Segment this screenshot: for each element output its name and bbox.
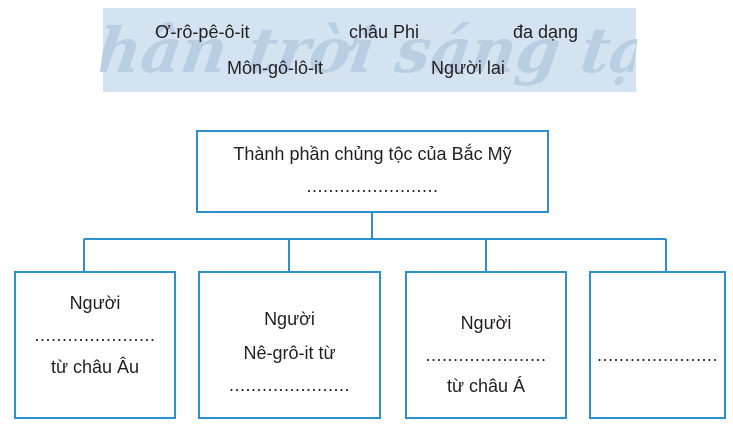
root-box: Thành phần chủng tộc của Bắc Mỹ ........… — [196, 130, 549, 213]
word-europeoid: Ơ-rô-pê-ô-it — [155, 22, 250, 42]
root-title: Thành phần chủng tộc của Bắc Mỹ — [233, 144, 512, 164]
word-mongoloid: Môn-gô-lô-it — [227, 58, 324, 78]
child-3-line-3: từ châu Á — [446, 376, 526, 396]
child-4-blank: ...................... — [596, 345, 719, 365]
child-box-blank: ...................... — [589, 271, 726, 419]
child-box-asia: Người ...................... từ châu Á — [405, 271, 567, 419]
child-box-negroid: Người Nê-grô-it từ .....................… — [198, 271, 381, 419]
child-3-blank: ...................... — [425, 345, 547, 365]
child-2-line-1: Người — [264, 309, 315, 329]
child-2-line-2: Nê-grô-it từ — [243, 343, 336, 363]
root-blank: ........................ — [306, 176, 439, 196]
child-3-line-1: Người — [460, 313, 512, 333]
child-box-europe: Người ...................... từ châu Âu — [14, 271, 176, 419]
child-2-blank: ...................... — [228, 375, 351, 395]
child-1-line-1: Người — [69, 293, 121, 313]
word-diverse: đa dạng — [513, 22, 579, 42]
word-bank: Chân trời sáng tạo Ơ-rô-pê-ô-it châu Phi… — [97, 8, 642, 92]
word-africa: châu Phi — [349, 22, 420, 42]
child-1-line-3: từ châu Âu — [50, 357, 140, 377]
child-1-blank: ...................... — [34, 325, 156, 345]
word-mixed-race: Người lai — [431, 58, 505, 78]
